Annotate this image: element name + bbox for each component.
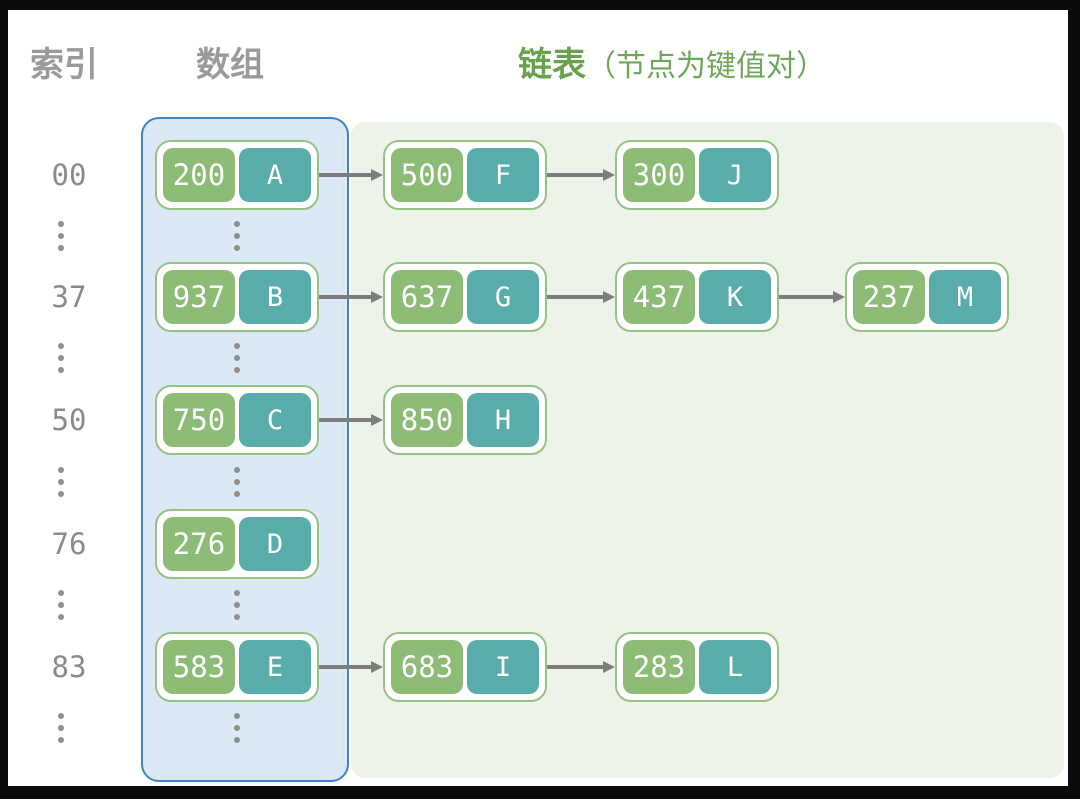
node-key-cell: 937 [163, 270, 235, 324]
node-value-cell: H [467, 393, 539, 447]
dot [234, 614, 240, 620]
dot [58, 614, 64, 620]
dot [58, 590, 64, 596]
node-key-cell: 683 [391, 640, 463, 694]
dot [234, 491, 240, 497]
index-ellipsis [58, 713, 64, 743]
node-value-cell: A [239, 148, 311, 202]
array-ellipsis [234, 590, 240, 620]
next-pointer-arrow [319, 291, 383, 303]
dot [58, 355, 64, 361]
index-label: 76 [51, 527, 87, 561]
node-key-cell: 500 [391, 148, 463, 202]
index-ellipsis [58, 343, 64, 373]
dot [234, 602, 240, 608]
node-value-cell: M [929, 270, 1001, 324]
dot [234, 343, 240, 349]
dot [58, 491, 64, 497]
linked-list-heading-note: （节点为键值对） [586, 50, 826, 83]
node-key-cell: 200 [163, 148, 235, 202]
dot [234, 467, 240, 473]
dot [234, 713, 240, 719]
linked-list-heading: 链表（节点为键值对） [518, 43, 826, 87]
linked-list-heading-title: 链表 [518, 46, 586, 84]
node-key-cell: 750 [163, 393, 235, 447]
dot [58, 221, 64, 227]
dot [234, 245, 240, 251]
node-key-cell: 583 [163, 640, 235, 694]
node-key-cell: 437 [623, 270, 695, 324]
index-label: 00 [51, 158, 87, 192]
array-ellipsis [234, 343, 240, 373]
next-pointer-arrow [547, 169, 615, 181]
node-key-cell: 283 [623, 640, 695, 694]
array-column-heading: 数组 [196, 46, 264, 84]
index-ellipsis [58, 590, 64, 620]
node-value-cell: D [239, 517, 311, 571]
node-key-cell: 637 [391, 270, 463, 324]
node-key-cell: 276 [163, 517, 235, 571]
node-value-cell: J [699, 148, 771, 202]
node-value-cell: K [699, 270, 771, 324]
next-pointer-arrow [547, 291, 615, 303]
dot [58, 233, 64, 239]
node-value-cell: I [467, 640, 539, 694]
next-pointer-arrow [319, 169, 383, 181]
dot [58, 343, 64, 349]
index-column-heading: 索引 [30, 46, 98, 84]
dot [58, 713, 64, 719]
node-value-cell: G [467, 270, 539, 324]
index-label: 83 [51, 650, 87, 684]
dot [234, 479, 240, 485]
index-label: 37 [51, 280, 87, 314]
dot [234, 233, 240, 239]
dot [234, 367, 240, 373]
dot [58, 725, 64, 731]
node-key-cell: 300 [623, 148, 695, 202]
index-ellipsis [58, 467, 64, 497]
dot [58, 245, 64, 251]
node-key-cell: 237 [853, 270, 925, 324]
next-pointer-arrow [547, 661, 615, 673]
node-value-cell: B [239, 270, 311, 324]
index-ellipsis [58, 221, 64, 251]
dot [58, 602, 64, 608]
dot [234, 590, 240, 596]
dot [234, 221, 240, 227]
dot [234, 355, 240, 361]
dot [58, 737, 64, 743]
array-ellipsis [234, 713, 240, 743]
next-pointer-arrow [319, 414, 383, 426]
node-value-cell: L [699, 640, 771, 694]
next-pointer-arrow [319, 661, 383, 673]
dot [58, 467, 64, 473]
dot [58, 479, 64, 485]
dot [234, 737, 240, 743]
array-ellipsis [234, 467, 240, 497]
node-value-cell: F [467, 148, 539, 202]
array-ellipsis [234, 221, 240, 251]
dot [234, 725, 240, 731]
next-pointer-arrow [779, 291, 845, 303]
node-key-cell: 850 [391, 393, 463, 447]
node-value-cell: C [239, 393, 311, 447]
node-value-cell: E [239, 640, 311, 694]
dot [58, 367, 64, 373]
index-label: 50 [51, 403, 87, 437]
